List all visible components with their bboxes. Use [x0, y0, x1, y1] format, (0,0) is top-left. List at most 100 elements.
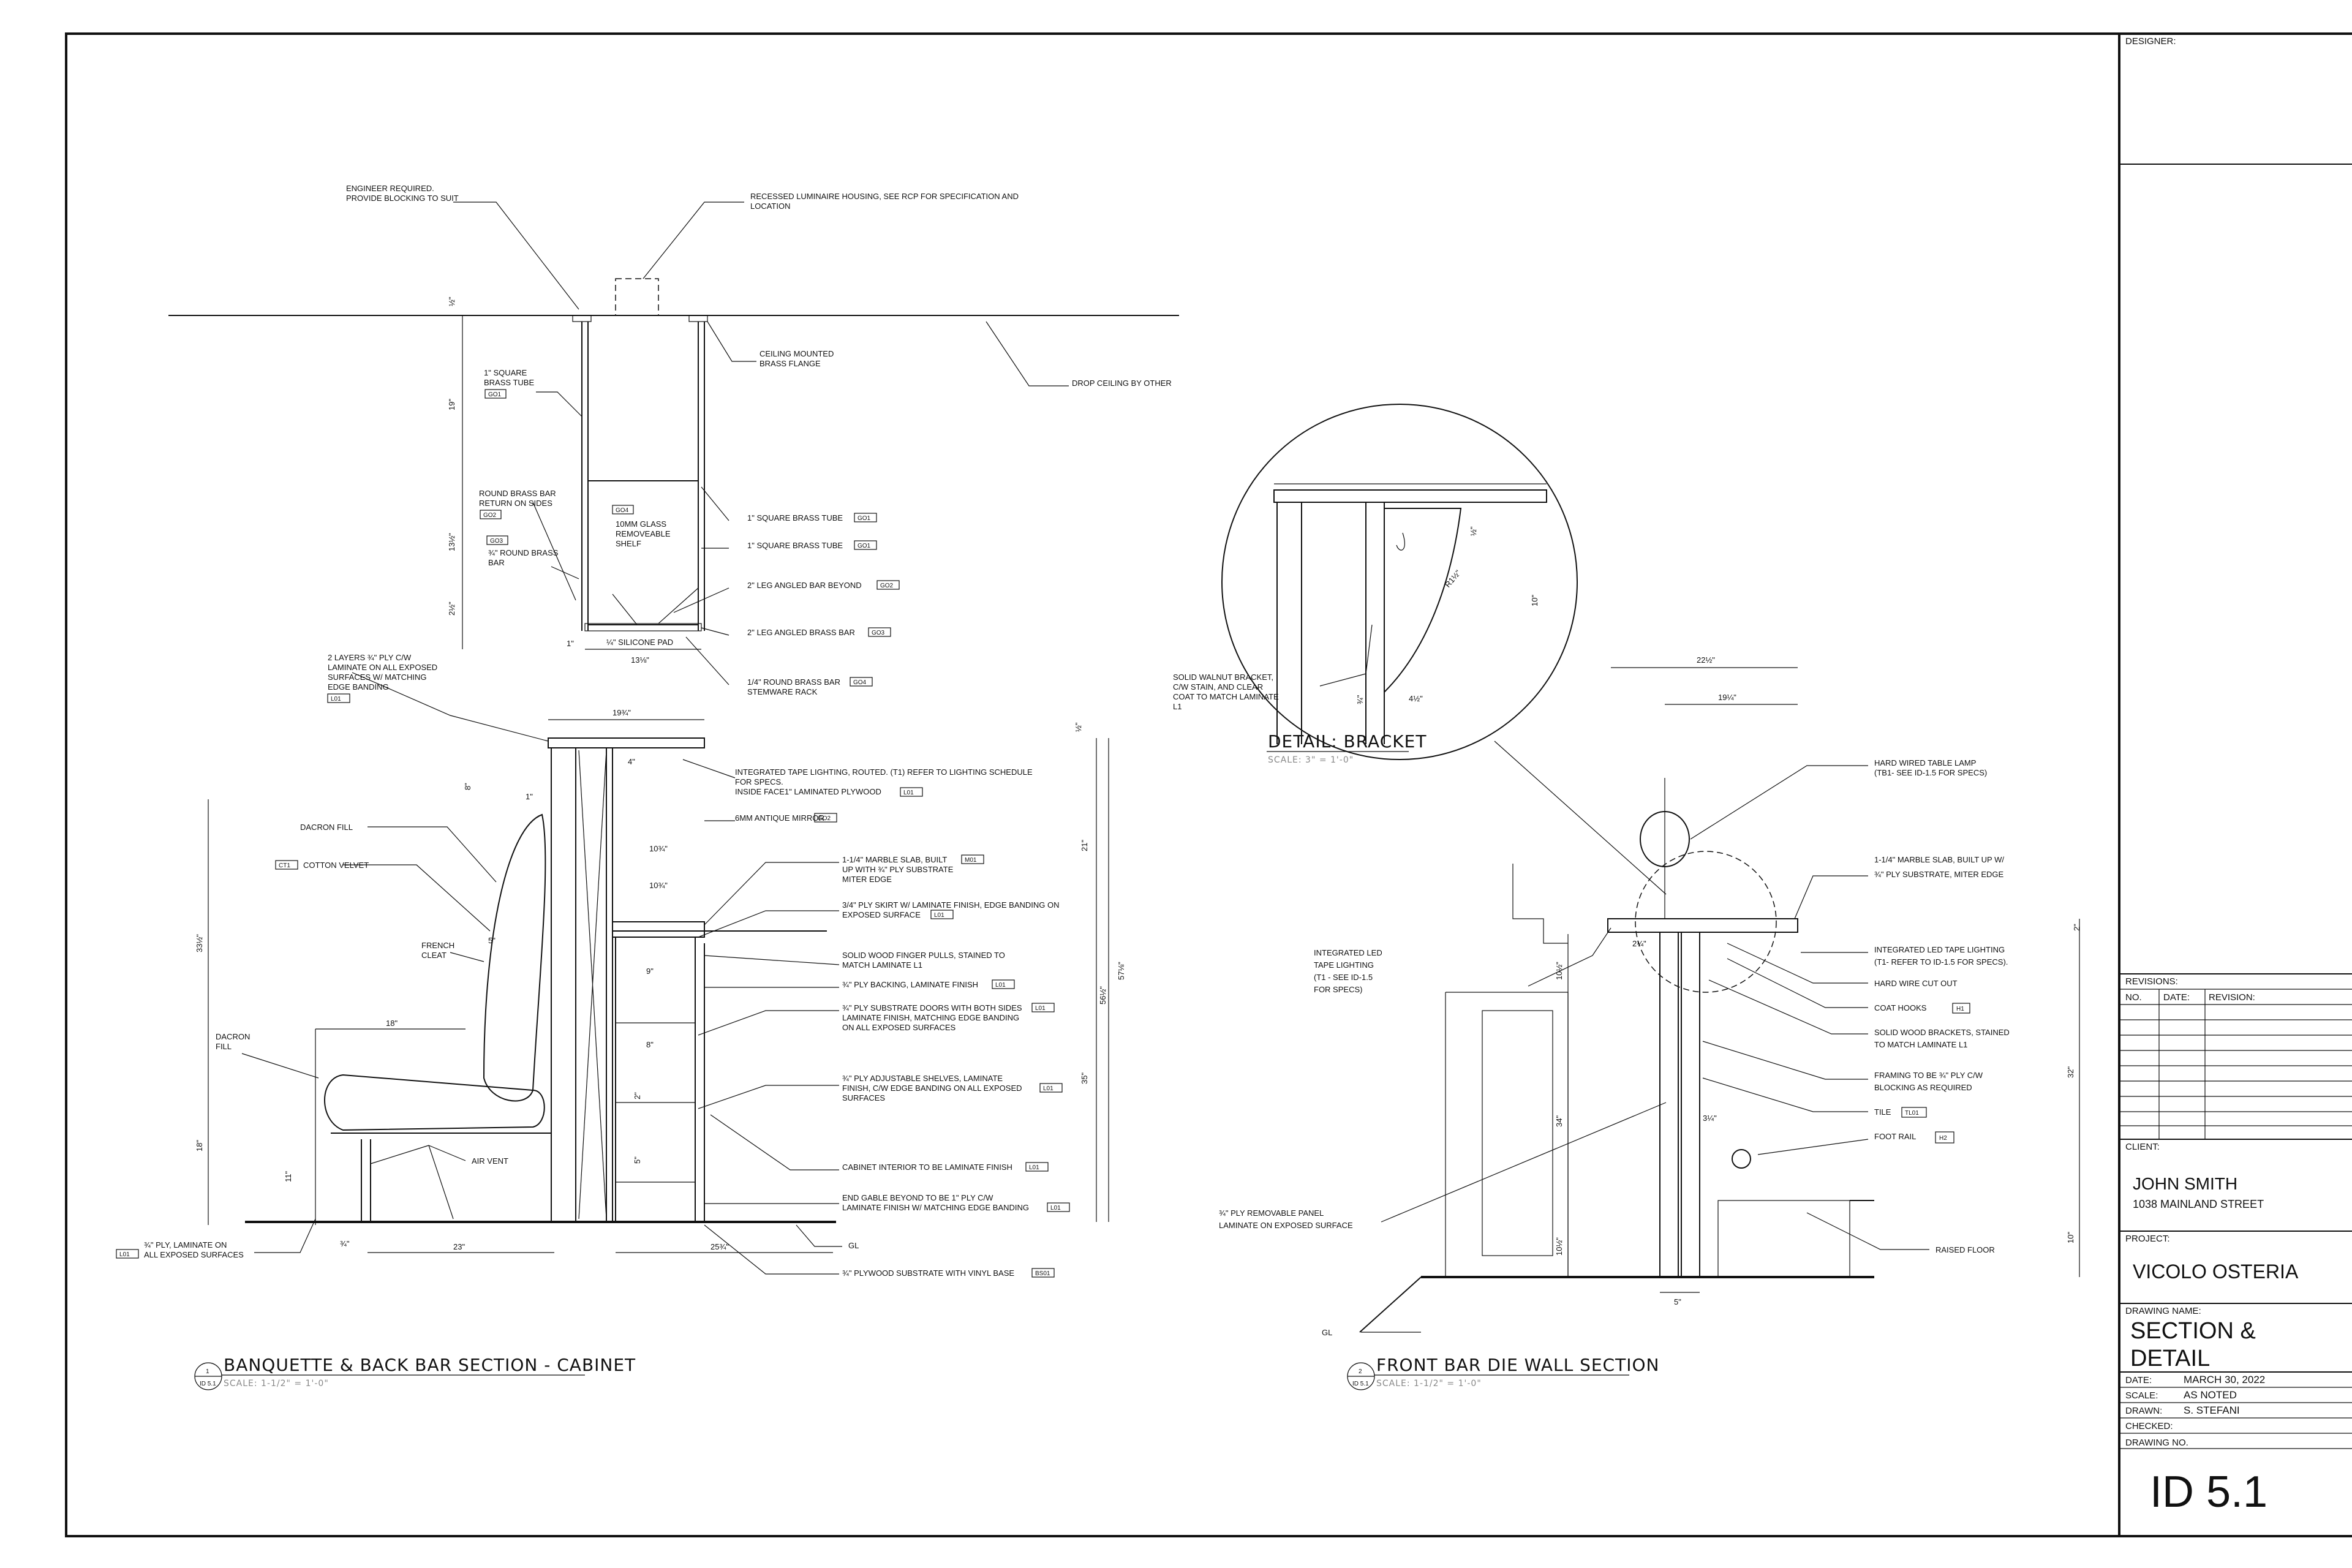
svg-text:FINISH, C/W EDGE BANDING ON AL: FINISH, C/W EDGE BANDING ON ALL EXPOSED: [842, 1084, 1022, 1093]
drawn-value: S. STEFANI: [2184, 1404, 2240, 1416]
svg-text:BLOCKING AS REQUIRED: BLOCKING AS REQUIRED: [1874, 1083, 1972, 1092]
svg-text:2: 2: [1359, 1368, 1362, 1375]
svg-text:¾" PLY SUBSTRATE DOORS WITH BO: ¾" PLY SUBSTRATE DOORS WITH BOTH SIDES: [842, 1003, 1022, 1012]
svg-text:FILL: FILL: [216, 1042, 232, 1051]
svg-text:11": 11": [284, 1171, 293, 1182]
svg-text:INTEGRATED LED: INTEGRATED LED: [1314, 948, 1382, 957]
drawing-name-line1: SECTION &: [2130, 1318, 2256, 1344]
svg-text:10¾": 10¾": [649, 881, 668, 890]
svg-text:L01: L01: [1050, 1205, 1061, 1212]
svg-text:ID 5.1: ID 5.1: [200, 1381, 216, 1387]
svg-text:M01: M01: [965, 857, 977, 864]
svg-text:BS01: BS01: [1035, 1270, 1050, 1277]
svg-text:LAMINATE FINISH, MATCHING EDGE: LAMINATE FINISH, MATCHING EDGE BANDING: [842, 1013, 1019, 1022]
back-cushion: [483, 813, 546, 1102]
svg-text:1-1/4" MARBLE SLAB, BUILT: 1-1/4" MARBLE SLAB, BUILT: [842, 855, 947, 864]
svg-text:HARD WIRED TABLE LAMP: HARD WIRED TABLE LAMP: [1874, 758, 1976, 767]
drawn-label: DRAWN:: [2125, 1406, 2162, 1416]
svg-text:GO1: GO1: [858, 515, 871, 522]
svg-text:INTEGRATED TAPE LIGHTING, ROUT: INTEGRATED TAPE LIGHTING, ROUTED. (T1) R…: [735, 767, 1033, 777]
svg-text:ROUND BRASS BAR: ROUND BRASS BAR: [479, 489, 556, 498]
svg-text:L01: L01: [331, 696, 341, 703]
svg-text:GO2: GO2: [818, 815, 831, 822]
svg-text:57⅛": 57⅛": [1117, 962, 1126, 980]
svg-text:HARD WIRE CUT OUT: HARD WIRE CUT OUT: [1874, 979, 1958, 988]
svg-text:INSIDE FACE1" LAMINATED PLYWOO: INSIDE FACE1" LAMINATED PLYWOOD: [735, 787, 881, 796]
svg-text:CLEAT: CLEAT: [421, 951, 447, 960]
svg-text:L01: L01: [934, 912, 944, 919]
svg-text:RETURN ON SIDES: RETURN ON SIDES: [479, 499, 552, 508]
svg-text:9": 9": [646, 967, 654, 976]
sheet-border: [65, 32, 2352, 1537]
svg-text:DACRON: DACRON: [216, 1032, 250, 1041]
drawing-name-line2: DETAIL: [2130, 1346, 2210, 1371]
svg-text:4½": 4½": [1409, 694, 1423, 703]
svg-text:GO4: GO4: [616, 507, 629, 514]
svg-text:COTTON VELVET: COTTON VELVET: [303, 861, 369, 870]
svg-text:2 LAYERS ¾" PLY C/W: 2 LAYERS ¾" PLY C/W: [328, 653, 412, 662]
svg-text:COAT TO MATCH LAMINATE: COAT TO MATCH LAMINATE: [1173, 692, 1279, 701]
svg-text:BRASS FLANGE: BRASS FLANGE: [760, 359, 821, 368]
date-label: DATE:: [2125, 1375, 2152, 1385]
svg-text:L01: L01: [119, 1251, 130, 1258]
svg-text:23": 23": [453, 1242, 465, 1251]
svg-text:TL01: TL01: [1905, 1110, 1919, 1117]
svg-text:SURFACES: SURFACES: [842, 1093, 885, 1102]
svg-text:21": 21": [1080, 840, 1089, 851]
svg-text:FRONT BAR DIE WALL SECTION: FRONT BAR DIE WALL SECTION: [1376, 1355, 1659, 1375]
svg-text:56½": 56½": [1098, 986, 1107, 1005]
svg-text:1" SQUARE BRASS TUBE: 1" SQUARE BRASS TUBE: [747, 513, 843, 522]
svg-text:L1: L1: [1173, 702, 1182, 711]
svg-text:ON ALL EXPOSED SURFACES: ON ALL EXPOSED SURFACES: [842, 1023, 956, 1032]
svg-text:BAR: BAR: [488, 558, 505, 567]
svg-text:EXPOSED SURFACE: EXPOSED SURFACE: [842, 910, 921, 919]
svg-text:SURFACES W/ MATCHING: SURFACES W/ MATCHING: [328, 673, 427, 682]
svg-text:18": 18": [195, 1140, 204, 1152]
svg-text:DROP CEILING BY OTHER: DROP CEILING BY OTHER: [1072, 379, 1172, 388]
svg-text:1" SQUARE: 1" SQUARE: [484, 368, 527, 377]
seat-cushion: [324, 1074, 545, 1131]
svg-text:19¾": 19¾": [612, 708, 631, 717]
svg-text:13½": 13½": [447, 533, 456, 551]
svg-text:10½": 10½": [1555, 962, 1564, 980]
checked-label: CHECKED:: [2125, 1421, 2173, 1431]
svg-text:GO2: GO2: [483, 512, 497, 519]
svg-text:SCALE: 1-1/2" = 1'-0": SCALE: 1-1/2" = 1'-0": [224, 1379, 329, 1389]
svg-text:GL: GL: [1322, 1328, 1332, 1337]
svg-text:10": 10": [1530, 595, 1539, 606]
svg-text:¾" PLY, LAMINATE ON: ¾" PLY, LAMINATE ON: [144, 1240, 227, 1250]
rev-col-revision: REVISION:: [2209, 992, 2255, 1003]
svg-text:ID 5.1: ID 5.1: [1352, 1381, 1369, 1387]
svg-text:L01: L01: [1035, 1005, 1046, 1012]
svg-text:13⅛": 13⅛": [631, 655, 649, 665]
svg-text:FOOT RAIL: FOOT RAIL: [1874, 1132, 1916, 1141]
designer-label: DESIGNER:: [2125, 36, 2176, 47]
svg-text:3/4" PLY SKIRT W/ LAMINATE FIN: 3/4" PLY SKIRT W/ LAMINATE FINISH, EDGE …: [842, 900, 1060, 910]
svg-text:COAT HOOKS: COAT HOOKS: [1874, 1003, 1927, 1012]
svg-text:1/4" ROUND BRASS BAR: 1/4" ROUND BRASS BAR: [747, 677, 840, 687]
svg-text:R1½": R1½": [1443, 568, 1463, 589]
svg-text:2" LEG ANGLED BAR BEYOND: 2" LEG ANGLED BAR BEYOND: [747, 581, 862, 590]
svg-text:CABINET INTERIOR TO BE LAMINAT: CABINET INTERIOR TO BE LAMINATE FINISH: [842, 1163, 1012, 1172]
svg-text:BRASS TUBE: BRASS TUBE: [484, 378, 534, 387]
svg-text:1-1/4" MARBLE SLAB, BUILT UP W: 1-1/4" MARBLE SLAB, BUILT UP W/: [1874, 855, 2004, 864]
svg-text:LAMINATE FINISH W/ MATCHING ED: LAMINATE FINISH W/ MATCHING EDGE BANDING: [842, 1203, 1029, 1212]
svg-text:ENGINEER REQUIRED.: ENGINEER REQUIRED.: [346, 184, 434, 193]
client-name: JOHN SMITH: [2133, 1174, 2237, 1193]
svg-text:BANQUETTE & BACK BAR SECTION -: BANQUETTE & BACK BAR SECTION - CABINET: [224, 1355, 636, 1375]
svg-text:GO1: GO1: [858, 543, 871, 549]
svg-text:INTEGRATED LED TAPE LIGHTING: INTEGRATED LED TAPE LIGHTING: [1874, 945, 2005, 954]
revision-table: [2119, 989, 2352, 1139]
svg-text:H2: H2: [1939, 1135, 1947, 1142]
svg-text:PROVIDE BLOCKING TO SUIT: PROVIDE BLOCKING TO SUIT: [346, 194, 459, 203]
svg-text:2": 2": [2072, 924, 2081, 931]
drawing-no-label: DRAWING NO.: [2125, 1438, 2188, 1448]
svg-text:8": 8": [646, 1040, 654, 1049]
svg-text:GO4: GO4: [853, 679, 867, 686]
drawing-number: ID 5.1: [2150, 1468, 2267, 1517]
project-name: VICOLO OSTERIA: [2133, 1261, 2299, 1283]
svg-text:2½": 2½": [447, 601, 456, 616]
svg-text:SCALE: 3" = 1'-0": SCALE: 3" = 1'-0": [1268, 755, 1354, 765]
svg-text:LAMINATE ON EXPOSED SURFACE: LAMINATE ON EXPOSED SURFACE: [1219, 1221, 1353, 1230]
